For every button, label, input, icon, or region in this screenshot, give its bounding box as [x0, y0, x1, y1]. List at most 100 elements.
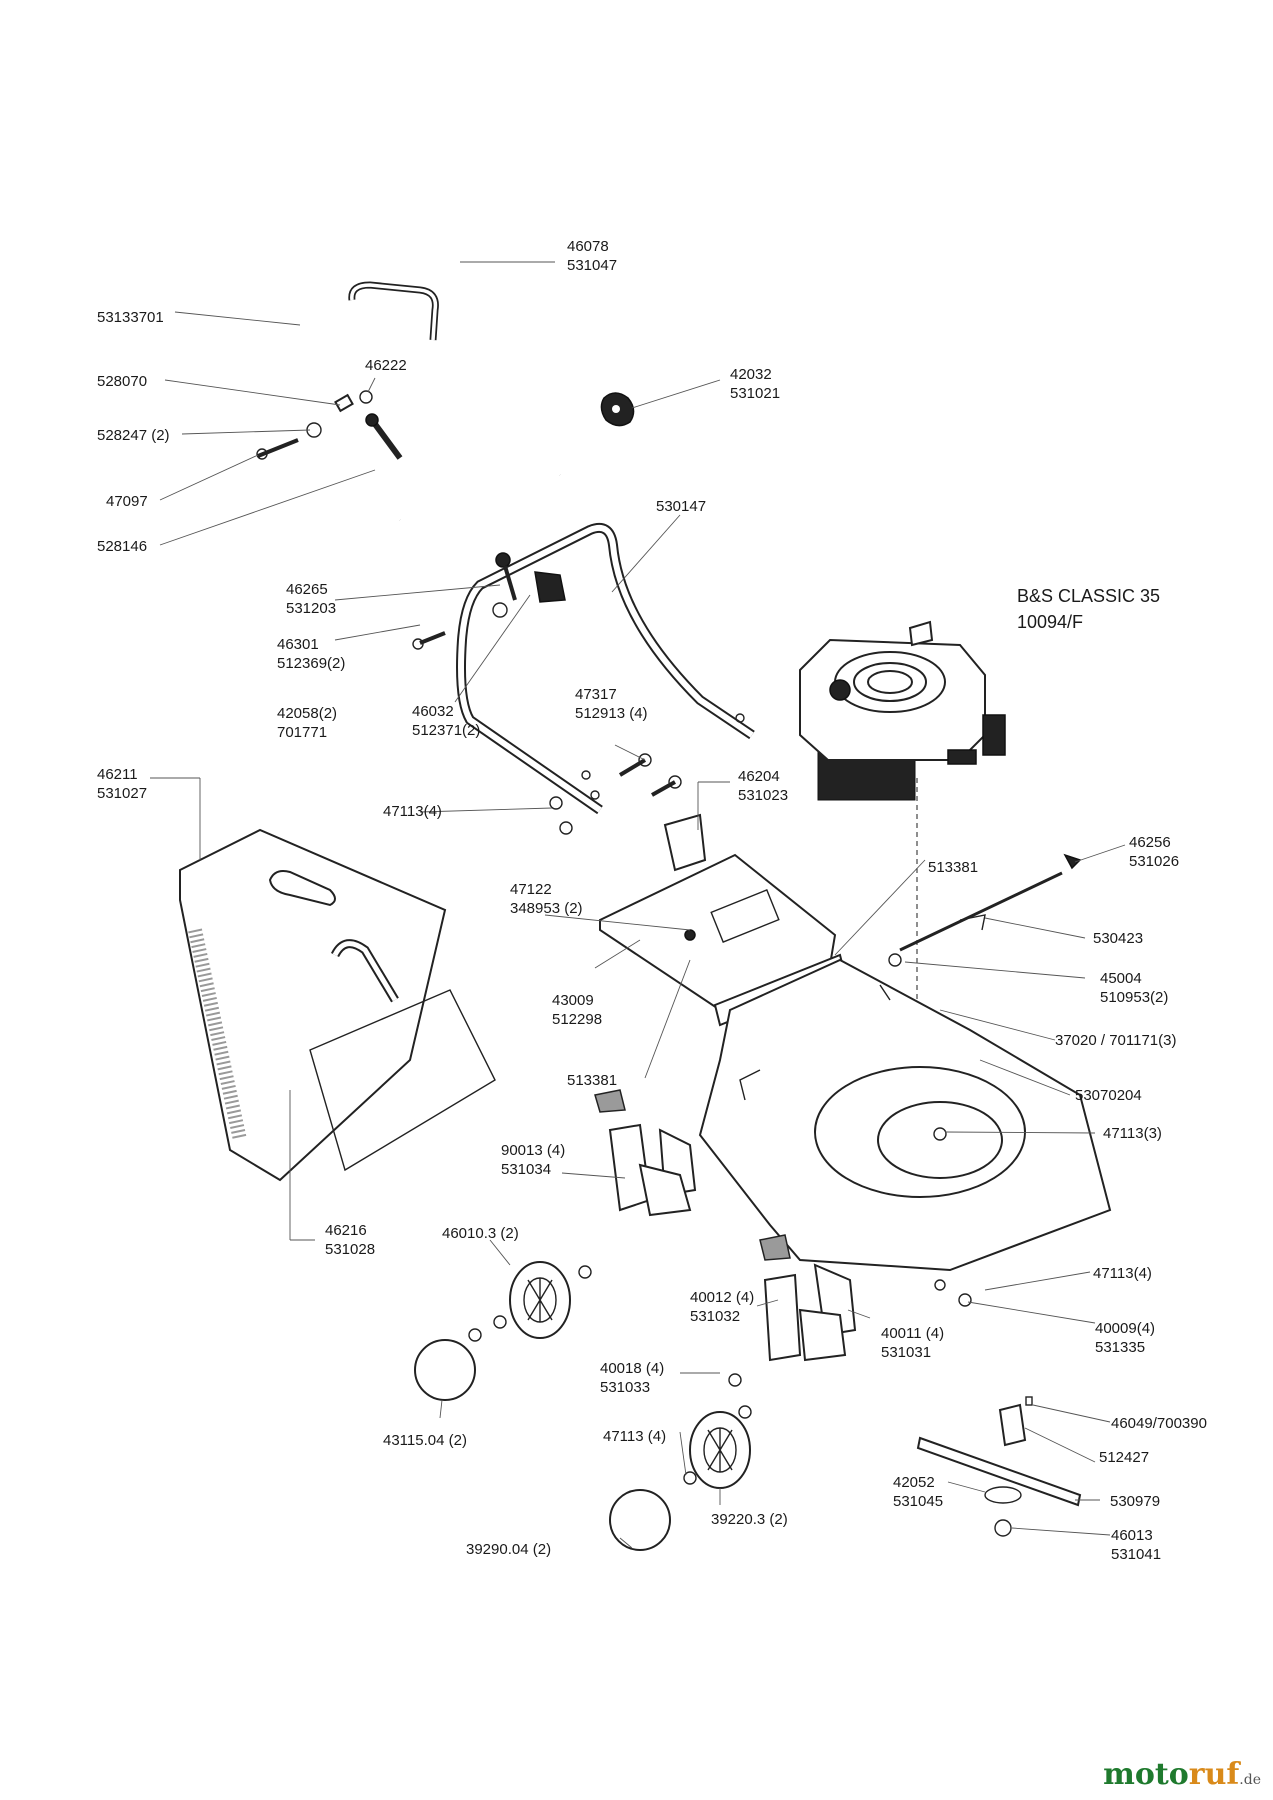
part-label-513381a: 513381	[928, 859, 978, 876]
part-label-line: 528070	[97, 373, 147, 390]
part-label-47113d: 47113 (4)	[603, 1428, 666, 1445]
part-label-42032: 42032 531021	[730, 366, 780, 402]
part-label-46301: 46301 512369(2)	[277, 636, 345, 672]
part-label-line: 531028	[325, 1241, 375, 1258]
part-label-line: 512298	[552, 1011, 602, 1028]
watermark-part2: ruf	[1188, 1757, 1240, 1792]
part-label-line: 42032	[730, 366, 772, 383]
part-label-46013: 46013 531041	[1111, 1527, 1161, 1563]
height-adjuster-front	[594, 1089, 697, 1217]
part-label-47097: 47097	[106, 493, 148, 510]
part-label-43009: 43009 512298	[552, 992, 602, 1028]
part-label-line: 45004	[1100, 970, 1142, 987]
part-label-46222: 46222	[365, 357, 407, 374]
part-label-39290: 39290.04 (2)	[466, 1541, 551, 1558]
rear-wheel	[609, 1373, 752, 1551]
part-label-line: 90013 (4)	[501, 1142, 565, 1159]
part-label-line: 46301	[277, 636, 319, 653]
motoruf-watermark-logo: motoruf.de	[1103, 1757, 1261, 1792]
part-label-line: 530979	[1110, 1493, 1160, 1510]
part-label-line: 53133701	[97, 309, 164, 326]
part-label-line: 46204	[738, 768, 780, 785]
part-label-line: 530147	[656, 498, 706, 515]
part-label-line: 47113(3)	[1103, 1125, 1162, 1142]
part-label-line: 46010.3 (2)	[442, 1225, 519, 1242]
part-label-line: 531032	[690, 1308, 740, 1325]
leader-lines	[150, 261, 1126, 1549]
height-adjuster-rear	[759, 1234, 857, 1362]
part-label-line: 531027	[97, 785, 147, 802]
engine-bs-classic-35	[799, 620, 1006, 801]
part-label-line: 42058(2)	[277, 705, 337, 722]
part-label-line: 47113(4)	[383, 803, 442, 820]
part-label-43115: 43115.04 (2)	[383, 1432, 467, 1449]
part-label-line: 531203	[286, 600, 336, 617]
part-label-47122: 47122 348953 (2)	[510, 881, 583, 917]
part-label-line: 348953 (2)	[510, 900, 583, 917]
part-label-line: 42052	[893, 1474, 935, 1491]
part-label-line: 40012 (4)	[690, 1289, 754, 1306]
part-label-530147: 530147	[656, 498, 706, 515]
part-label-line: 513381	[928, 859, 978, 876]
front-wheel	[414, 1261, 592, 1401]
part-label-line: 46265	[286, 581, 328, 598]
part-label-53133701: 53133701	[97, 309, 164, 326]
part-label-line: 512369(2)	[277, 655, 345, 672]
handle-knob-small	[256, 390, 403, 460]
cable-clip-42032	[600, 392, 635, 427]
part-label-46211: 46211 531027	[97, 766, 147, 802]
part-label-line: 43009	[552, 992, 594, 1009]
part-label-line: 528247 (2)	[97, 427, 170, 444]
part-label-40009: 40009(4)531335	[1095, 1320, 1155, 1356]
part-label-line: 40011 (4)	[881, 1325, 944, 1342]
part-label-528146: 528146	[97, 538, 147, 555]
part-label-42058: 42058(2)701771	[277, 705, 337, 741]
part-label-line: 512427	[1099, 1449, 1149, 1466]
part-label-528070: 528070	[97, 373, 147, 390]
part-label-line: 46256	[1129, 834, 1171, 851]
grass-catcher-bag	[179, 828, 496, 1182]
part-label-530979: 530979	[1110, 1493, 1160, 1510]
part-label-40018: 40018 (4)531033	[600, 1360, 664, 1396]
part-label-528247: 528247 (2)	[97, 427, 170, 444]
upper-handle	[290, 255, 563, 522]
part-label-42052: 42052 531045	[893, 1474, 943, 1510]
lower-handle	[456, 522, 755, 815]
part-label-line: 47122	[510, 881, 552, 898]
part-label-line: 46211	[97, 766, 138, 783]
part-label-47113a: 47113(4)	[383, 803, 442, 820]
throttle-cable	[888, 853, 1082, 967]
blade-assembly	[916, 1396, 1082, 1537]
part-label-46204: 46204 531023	[738, 768, 788, 804]
part-label-46256: 46256 531026	[1129, 834, 1179, 870]
bolts-lower-handle	[412, 631, 682, 835]
part-label-46216: 46216 531028	[325, 1222, 375, 1258]
part-label-line: 39290.04 (2)	[466, 1541, 551, 1558]
part-label-line: 513381	[567, 1072, 617, 1089]
part-label-line: 531034	[501, 1161, 551, 1178]
mower-deck-53070204	[698, 958, 1112, 1307]
part-label-line: 46013	[1111, 1527, 1153, 1544]
part-label-line: 47113 (4)	[603, 1428, 666, 1445]
part-label-line: 531026	[1129, 853, 1179, 870]
part-label-line: 46222	[365, 357, 407, 374]
part-label-line: 46049/700390	[1111, 1415, 1207, 1432]
part-label-line: 39220.3 (2)	[711, 1511, 788, 1528]
engine-spec-label: 10094/F	[1017, 612, 1083, 632]
part-label-line: 531021	[730, 385, 780, 402]
part-label-513381b: 513381	[567, 1072, 617, 1089]
part-label-530423: 530423	[1093, 930, 1143, 947]
part-label-line: 47113(4)	[1093, 1265, 1152, 1282]
part-label-line: 531047	[567, 257, 617, 274]
part-label-line: 46216	[325, 1222, 367, 1239]
part-label-line: 531045	[893, 1493, 943, 1510]
part-label-line: 531023	[738, 787, 788, 804]
part-label-line: 47097	[106, 493, 148, 510]
part-label-line: 531041	[1111, 1546, 1161, 1563]
brake-lever-46265	[492, 552, 566, 618]
